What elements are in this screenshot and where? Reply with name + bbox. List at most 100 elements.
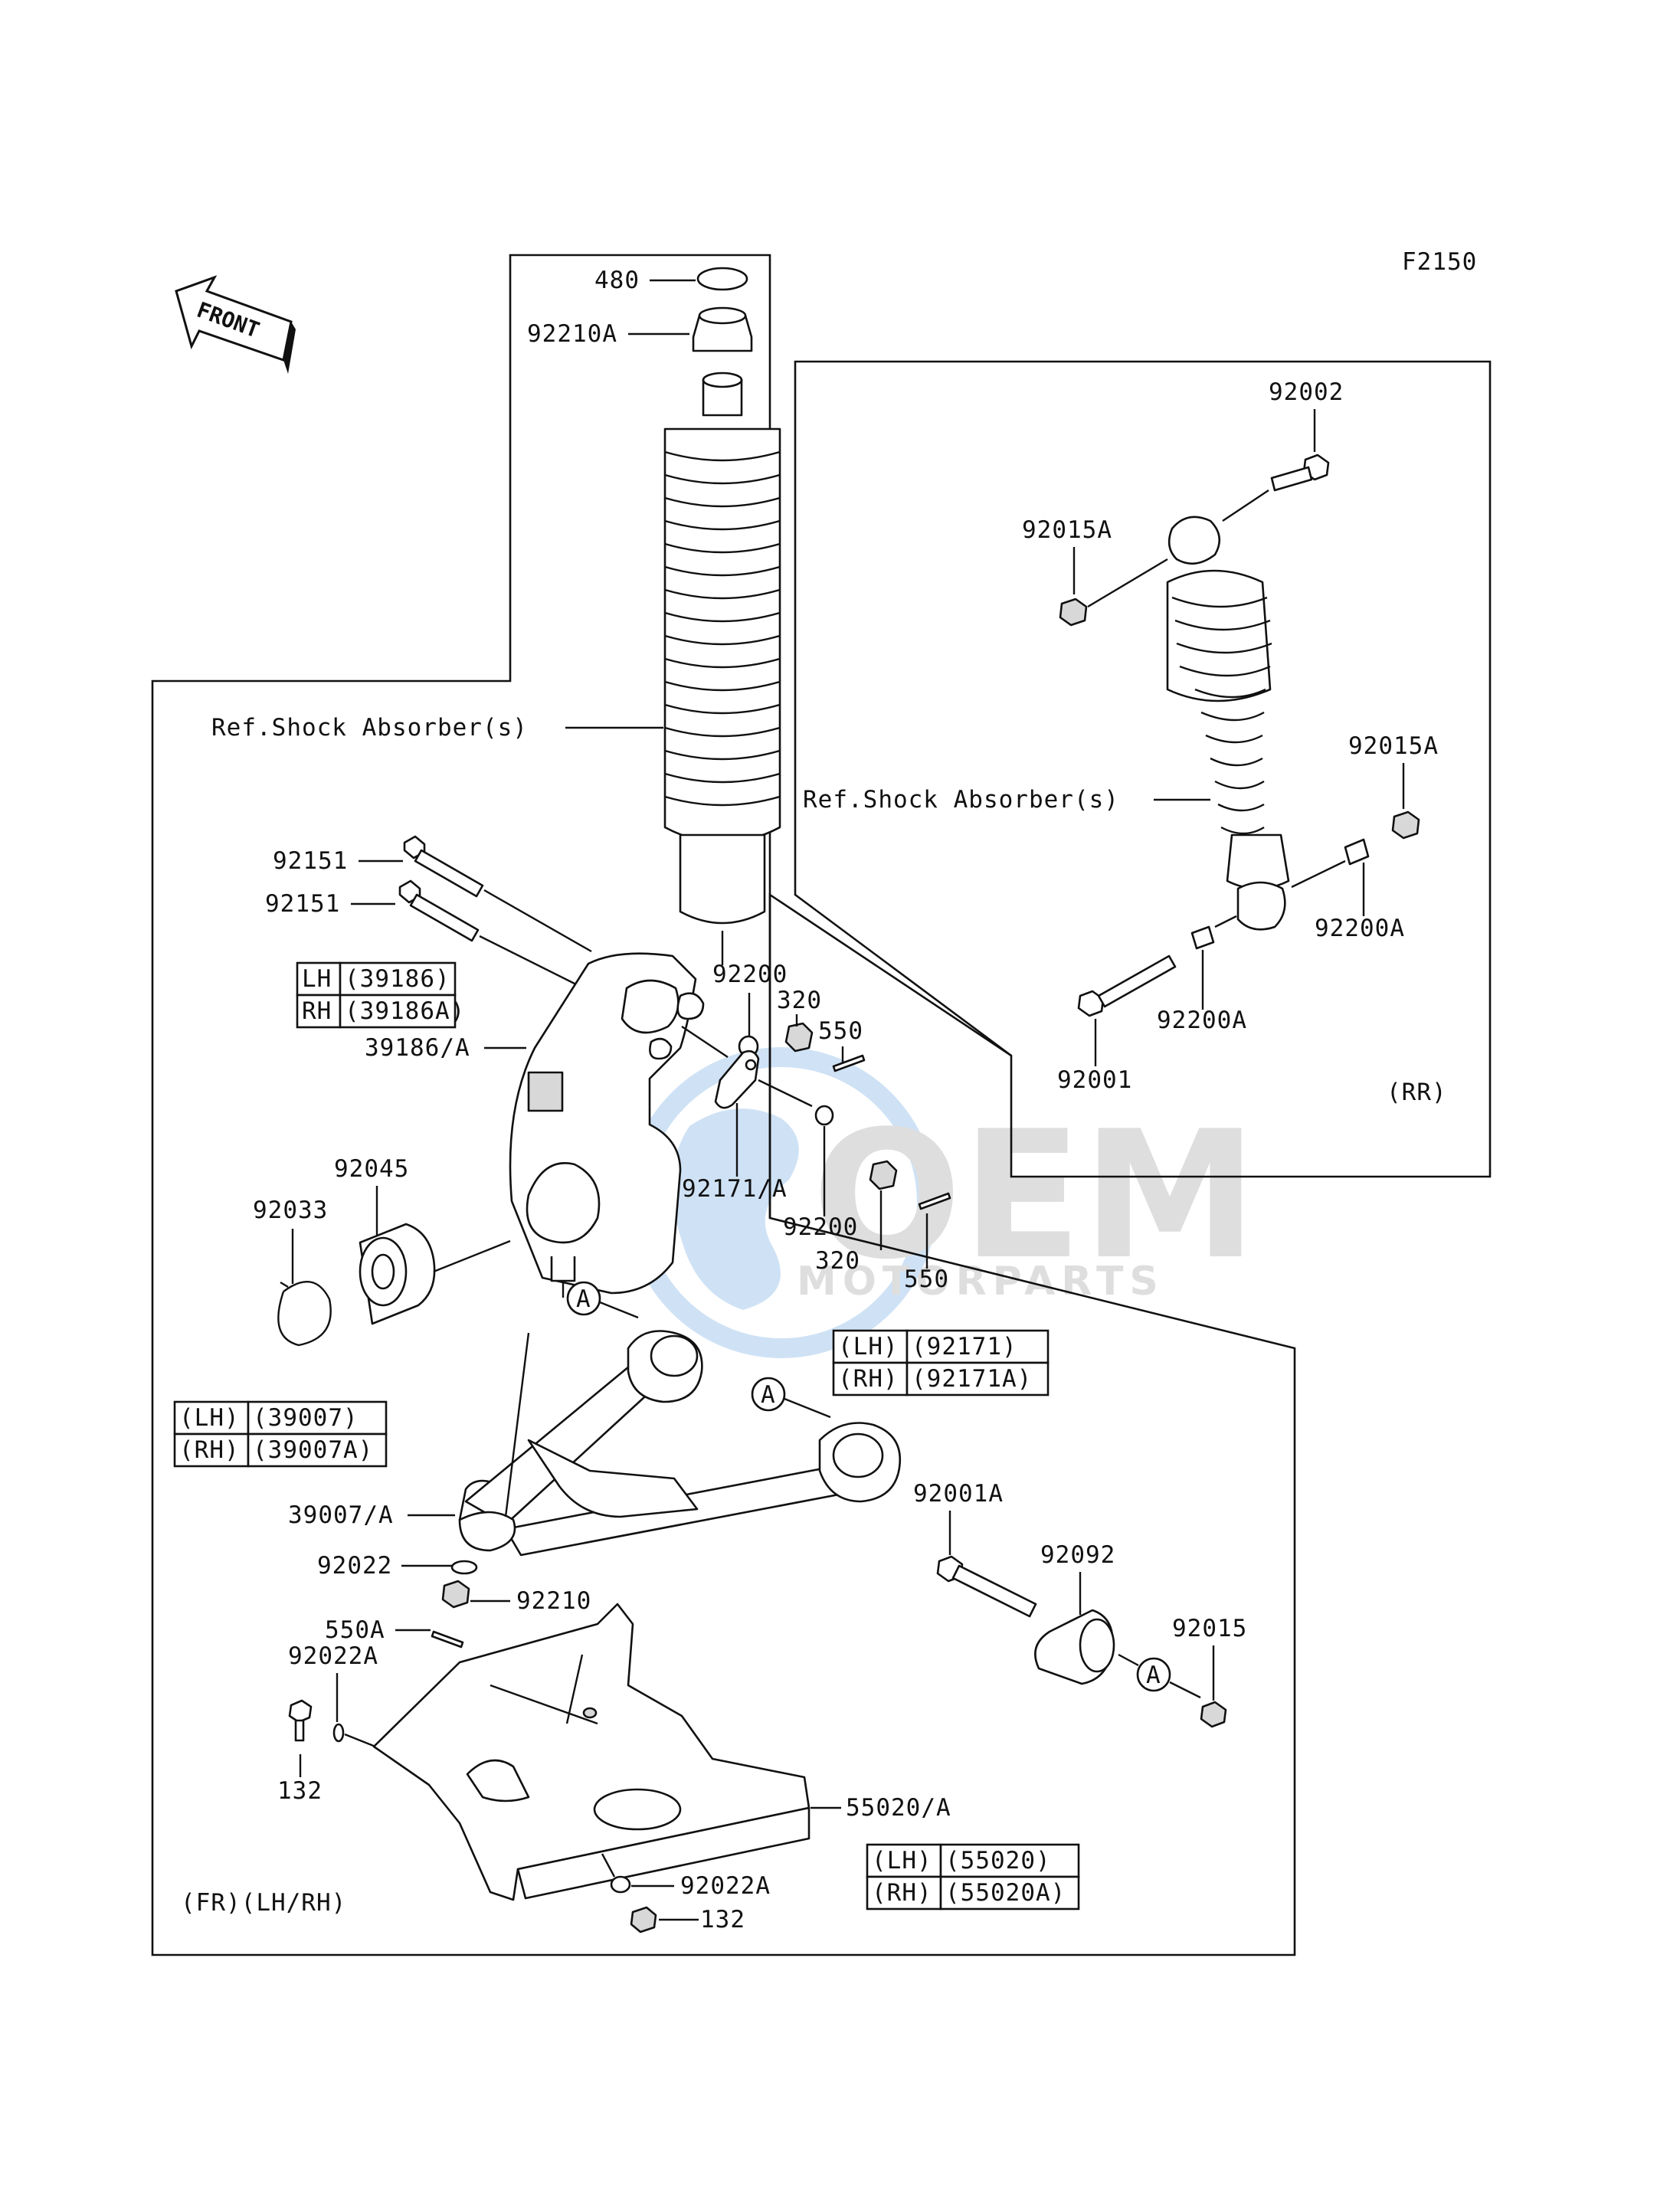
knuckle-table-r2c1: RH bbox=[302, 997, 332, 1025]
svg-text:A: A bbox=[1146, 1662, 1161, 1689]
watermark: OEM MOTORPARTS bbox=[626, 1047, 1258, 1358]
guard-table bbox=[866, 1843, 1080, 1911]
callout-ref-shock-front: Ref.Shock Absorber(s) bbox=[211, 714, 528, 742]
rear-panel-frame bbox=[794, 360, 1492, 1178]
ref-mark-a-2: A bbox=[751, 1377, 831, 1419]
callout-92151-b: 92151 bbox=[265, 890, 340, 918]
rear-shock-absorber bbox=[1166, 516, 1290, 931]
washer-92022 bbox=[450, 1560, 478, 1575]
lower-a-arm-39007 bbox=[458, 1330, 902, 1557]
washer-92022A-left bbox=[332, 1723, 345, 1743]
cotter-pin-550-upper bbox=[832, 1054, 866, 1072]
knuckle-table-r1c2: (39186) bbox=[345, 965, 450, 993]
callout-92015A-a: 92015A bbox=[1022, 516, 1112, 544]
callout-39186: 39186/A bbox=[365, 1034, 470, 1062]
callout-92045: 92045 bbox=[334, 1155, 409, 1183]
washer-92200-lower bbox=[814, 1105, 834, 1126]
bolt-92151-upper bbox=[403, 835, 484, 898]
plate-table-r2c1: (RH) bbox=[838, 1365, 899, 1393]
front-shock-absorber bbox=[663, 267, 781, 965]
ref-mark-a-1: A bbox=[566, 1281, 639, 1319]
callout-92210A: 92210A bbox=[527, 320, 617, 348]
callout-92033: 92033 bbox=[253, 1197, 328, 1224]
nut-92015A-right bbox=[1391, 810, 1420, 840]
bolt-132-left bbox=[288, 1699, 313, 1742]
front-arrow-icon: FRONT bbox=[175, 275, 296, 374]
callout-92171: 92171/A bbox=[682, 1175, 788, 1203]
castle-nut-320-upper bbox=[784, 1022, 814, 1053]
nut-92015A-upper bbox=[1059, 598, 1088, 627]
knuckle-table-r1c1: LH bbox=[302, 965, 332, 993]
plate-table-r1c1: (LH) bbox=[838, 1333, 899, 1360]
arm-table-r1c2: (39007) bbox=[253, 1404, 359, 1432]
plate-table-r2c2: (92171A) bbox=[912, 1365, 1032, 1393]
cotter-pin-550-lower bbox=[918, 1192, 951, 1210]
bolt-92002 bbox=[1270, 453, 1330, 492]
callout-92022A-b: 92022A bbox=[680, 1872, 771, 1900]
panel-divider bbox=[768, 892, 1012, 1218]
arm-table-r1c1: (LH) bbox=[179, 1404, 240, 1432]
svg-text:A: A bbox=[761, 1381, 776, 1409]
castle-nut-320-lower bbox=[869, 1160, 898, 1190]
callout-480: 480 bbox=[594, 267, 640, 294]
callout-550-b: 550 bbox=[904, 1265, 949, 1293]
washer-92200A-lower bbox=[1190, 925, 1215, 950]
guard-table-r2c2: (55020A) bbox=[945, 1879, 1066, 1907]
figure-code: F2150 bbox=[1402, 248, 1477, 276]
callout-92001A: 92001A bbox=[913, 1480, 1004, 1508]
watermark-tagline: MOTORPARTS bbox=[797, 1259, 1164, 1305]
arm-table bbox=[173, 1400, 388, 1468]
callout-92200A-a: 92200A bbox=[1315, 915, 1405, 942]
callout-92022A-a: 92022A bbox=[288, 1642, 378, 1670]
front-shock-bellows bbox=[663, 427, 781, 844]
knuckle-table bbox=[296, 961, 457, 1029]
cotter-pin-550A bbox=[431, 1630, 464, 1649]
bolt-92001A bbox=[936, 1555, 1037, 1618]
plate-92171 bbox=[714, 1049, 760, 1109]
callout-92002: 92002 bbox=[1269, 378, 1344, 406]
knuckle-table-r2c2: (39186A) bbox=[345, 997, 465, 1025]
callout-92200A-b: 92200A bbox=[1157, 1007, 1247, 1034]
callout-320-a: 320 bbox=[777, 987, 822, 1014]
steering-knuckle bbox=[509, 952, 705, 1298]
collar-92092 bbox=[1034, 1609, 1115, 1685]
guard-table-r1c1: (LH) bbox=[872, 1847, 932, 1874]
guard-table-r1c2: (55020) bbox=[945, 1847, 1051, 1874]
callout-39007: 39007/A bbox=[288, 1501, 394, 1529]
callout-320-b: 320 bbox=[815, 1247, 860, 1275]
bearing-92045 bbox=[359, 1223, 436, 1325]
callout-55020: 55020/A bbox=[846, 1794, 951, 1822]
bolt-92001 bbox=[1077, 954, 1177, 1017]
bolt-92151-lower bbox=[398, 879, 480, 942]
nut-92015 bbox=[1200, 1701, 1227, 1728]
callout-132-b: 132 bbox=[700, 1906, 745, 1933]
callout-92092: 92092 bbox=[1040, 1541, 1115, 1569]
arm-table-r2c1: (RH) bbox=[179, 1436, 240, 1464]
plate-table-r1c2: (92171) bbox=[912, 1333, 1017, 1360]
callout-92200-b: 92200 bbox=[783, 1213, 858, 1241]
washer-92022A-bottom bbox=[610, 1875, 631, 1894]
callout-92001: 92001 bbox=[1057, 1066, 1132, 1094]
watermark-brand: OEM bbox=[812, 1094, 1258, 1298]
callout-ref-shock-rear: Ref.Shock Absorber(s) bbox=[803, 786, 1119, 814]
callout-92015A-b: 92015A bbox=[1348, 732, 1439, 760]
svg-text:A: A bbox=[576, 1285, 591, 1313]
callout-550-a: 550 bbox=[818, 1017, 863, 1045]
ref-mark-a-3: A bbox=[1118, 1653, 1201, 1699]
skid-guard-55020 bbox=[372, 1603, 811, 1901]
callout-92022: 92022 bbox=[317, 1552, 392, 1580]
washer-92200A-right bbox=[1344, 838, 1370, 866]
callout-92015: 92015 bbox=[1172, 1615, 1247, 1642]
arm-table-r2c2: (39007A) bbox=[253, 1436, 373, 1464]
callout-92200-a: 92200 bbox=[712, 961, 788, 988]
castle-nut-92210 bbox=[441, 1580, 470, 1609]
bolt-132-bottom bbox=[630, 1906, 657, 1933]
callout-92210: 92210 bbox=[516, 1587, 591, 1615]
callout-132-a: 132 bbox=[277, 1777, 323, 1805]
circlip-92033 bbox=[277, 1281, 332, 1347]
caption-front: (FR)(LH/RH) bbox=[181, 1889, 346, 1917]
callout-92151-a: 92151 bbox=[273, 847, 348, 875]
guard-table-r2c1: (RH) bbox=[872, 1879, 932, 1907]
